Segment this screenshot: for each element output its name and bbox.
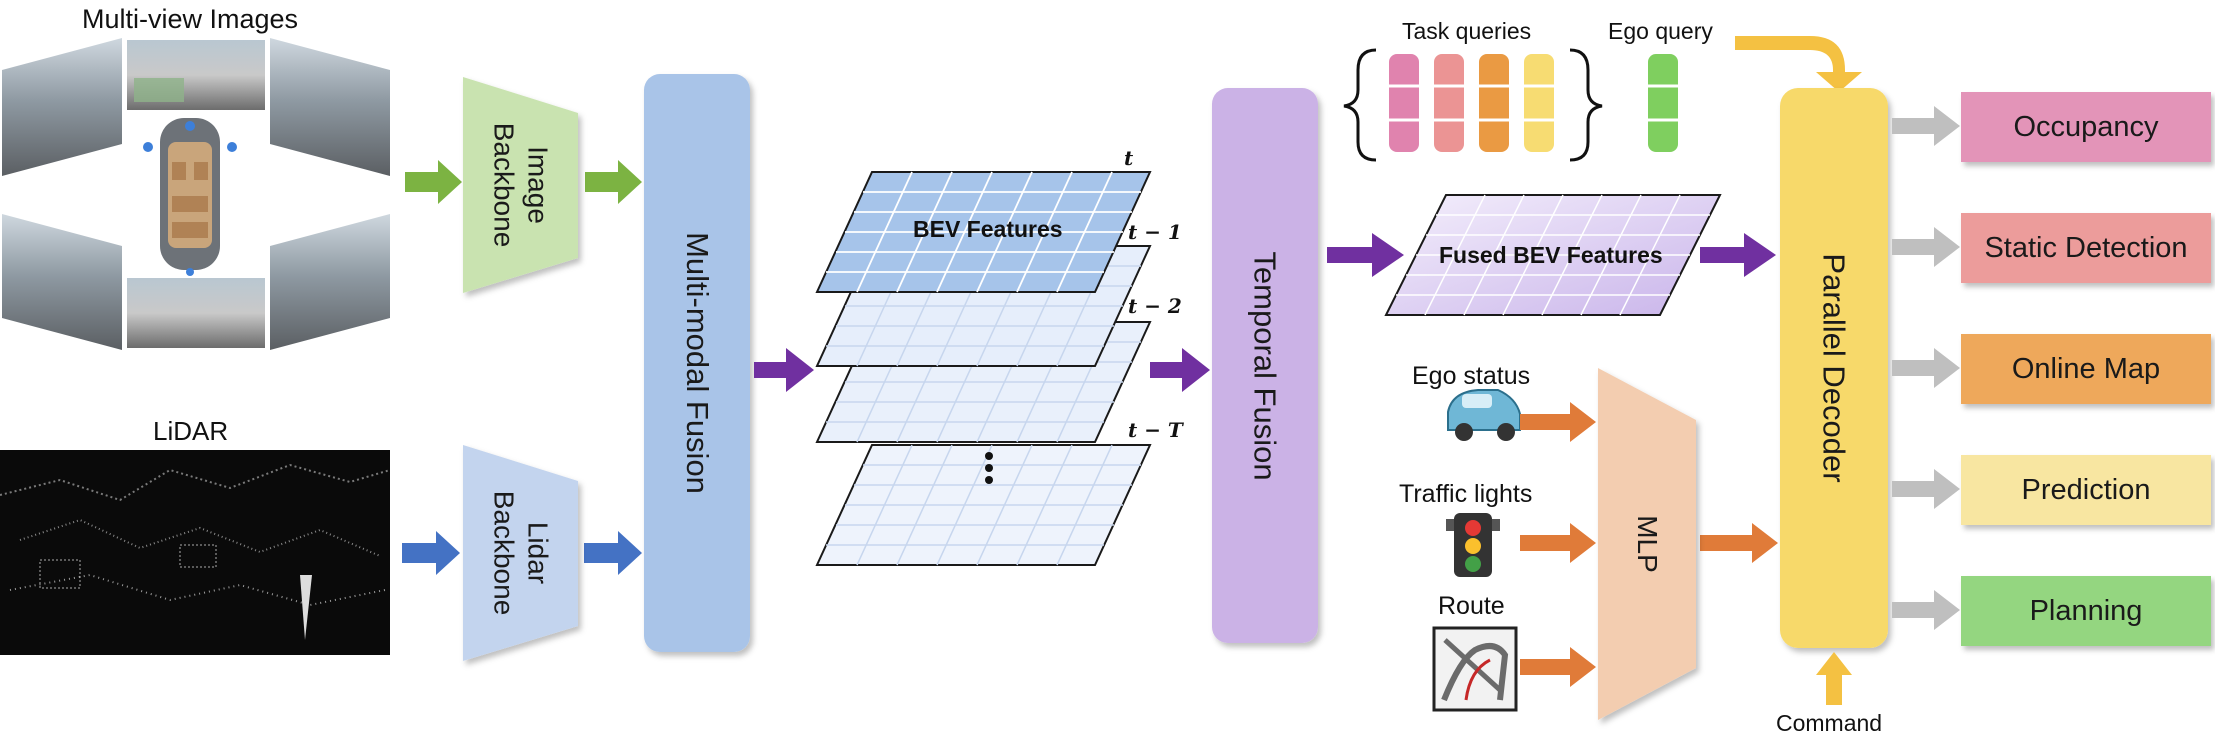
command-arrow — [1816, 652, 1852, 705]
mlp-block — [1598, 368, 1696, 720]
ego-car-topview — [143, 118, 237, 276]
output-prediction-label: Prediction — [2021, 473, 2151, 506]
temporal-fusion-label: Temporal Fusion — [1248, 250, 1283, 481]
output-prediction: Prediction — [1961, 455, 2211, 525]
bev-ellipsis-dots — [985, 452, 993, 484]
ego-query-arrow — [1735, 36, 1862, 92]
image-backbone — [463, 77, 578, 293]
output-occupancy: Occupancy — [1961, 92, 2211, 162]
lidar-backbone-label-wrap: Lidar Backbone — [463, 445, 578, 661]
task-query-1 — [1389, 54, 1419, 152]
lidar-backbone — [463, 445, 578, 661]
camera-back-left — [2, 214, 122, 350]
left-brace — [1343, 48, 1377, 162]
image-backbone-label-wrap: Image Backbone — [463, 77, 578, 293]
mlp-label-wrap: MLP — [1598, 368, 1696, 720]
multimodal-fusion-block — [644, 74, 750, 652]
bev-time-t-2: t − 2 — [1128, 294, 1182, 318]
fusion-to-bev-arrow — [754, 348, 814, 392]
ego-status-car-icon — [1447, 389, 1521, 441]
task-query-3 — [1479, 54, 1509, 152]
image-backbone-label: Image Backbone — [488, 122, 554, 248]
fused-bev-label: Fused BEV Features — [1439, 242, 1663, 268]
output-static-detection: Static Detection — [1961, 213, 2211, 283]
output-online-map: Online Map — [1961, 334, 2211, 404]
fused-to-decoder-arrow — [1700, 233, 1776, 277]
lidar-pointcloud — [0, 450, 391, 655]
output-static-detection-label: Static Detection — [1984, 231, 2188, 264]
mlp-label: MLP — [1631, 515, 1663, 573]
route-label: Route — [1438, 592, 1505, 620]
camera-back — [127, 278, 265, 348]
multiview-images — [2, 38, 390, 350]
command-label: Command — [1776, 710, 1883, 736]
ego-query-token — [1648, 54, 1678, 152]
fused-bev-features — [1384, 194, 1722, 316]
ego-status-label: Ego status — [1412, 362, 1531, 390]
camera-front-right — [270, 38, 390, 176]
multimodal-fusion-label-wrap: Multi-modal Fusion — [644, 74, 750, 652]
ego-query-label: Ego query — [1608, 18, 1713, 44]
temporal-fusion-block — [1212, 88, 1318, 643]
bev-features-label: BEV Features — [913, 216, 1063, 242]
output-online-map-label: Online Map — [2011, 352, 2161, 385]
multiview-images-title: Multi-view Images — [82, 4, 299, 34]
bev-time-t: t — [1124, 146, 1134, 170]
bev-to-temporal-arrow — [1150, 348, 1210, 392]
bev-layer-t-T — [815, 444, 1152, 566]
bev-time-t-1: t − 1 — [1128, 220, 1182, 244]
multimodal-fusion-label: Multi-modal Fusion — [680, 232, 715, 494]
camera-back-right — [270, 214, 390, 350]
bev-time-t-T: t − T — [1128, 418, 1183, 442]
traffic-light-icon — [1446, 513, 1500, 577]
lidar-title: LiDAR — [153, 416, 229, 446]
task-queries — [1343, 48, 1603, 162]
image-path-arrows — [405, 160, 642, 204]
task-queries-label: Task queries — [1402, 18, 1532, 44]
task-query-4 — [1524, 54, 1554, 152]
decoder-label: Parallel Decoder — [1817, 253, 1853, 483]
route-map-icon — [1432, 626, 1518, 712]
temporal-to-fused-arrow — [1327, 233, 1404, 277]
bev-layer-t — [815, 171, 1152, 293]
mlp-input-arrows — [1520, 402, 1778, 687]
parallel-decoder-block — [1780, 88, 1888, 648]
lidar-backbone-label: Lidar Backbone — [488, 490, 554, 616]
traffic-lights-label: Traffic lights — [1399, 480, 1533, 508]
bev-feature-stack — [815, 171, 1152, 566]
output-planning-label: Planning — [2029, 594, 2143, 627]
lidar-path-arrows — [402, 531, 642, 575]
output-occupancy-label: Occupancy — [2013, 110, 2159, 143]
task-query-2 — [1434, 54, 1464, 152]
right-brace — [1569, 48, 1603, 162]
output-arrows — [1892, 106, 1960, 630]
camera-front-left — [2, 38, 122, 176]
temporal-fusion-label-wrap: Temporal Fusion — [1212, 88, 1318, 643]
output-planning: Planning — [1961, 576, 2211, 646]
decoder-label-wrap: Parallel Decoder — [1780, 88, 1888, 648]
